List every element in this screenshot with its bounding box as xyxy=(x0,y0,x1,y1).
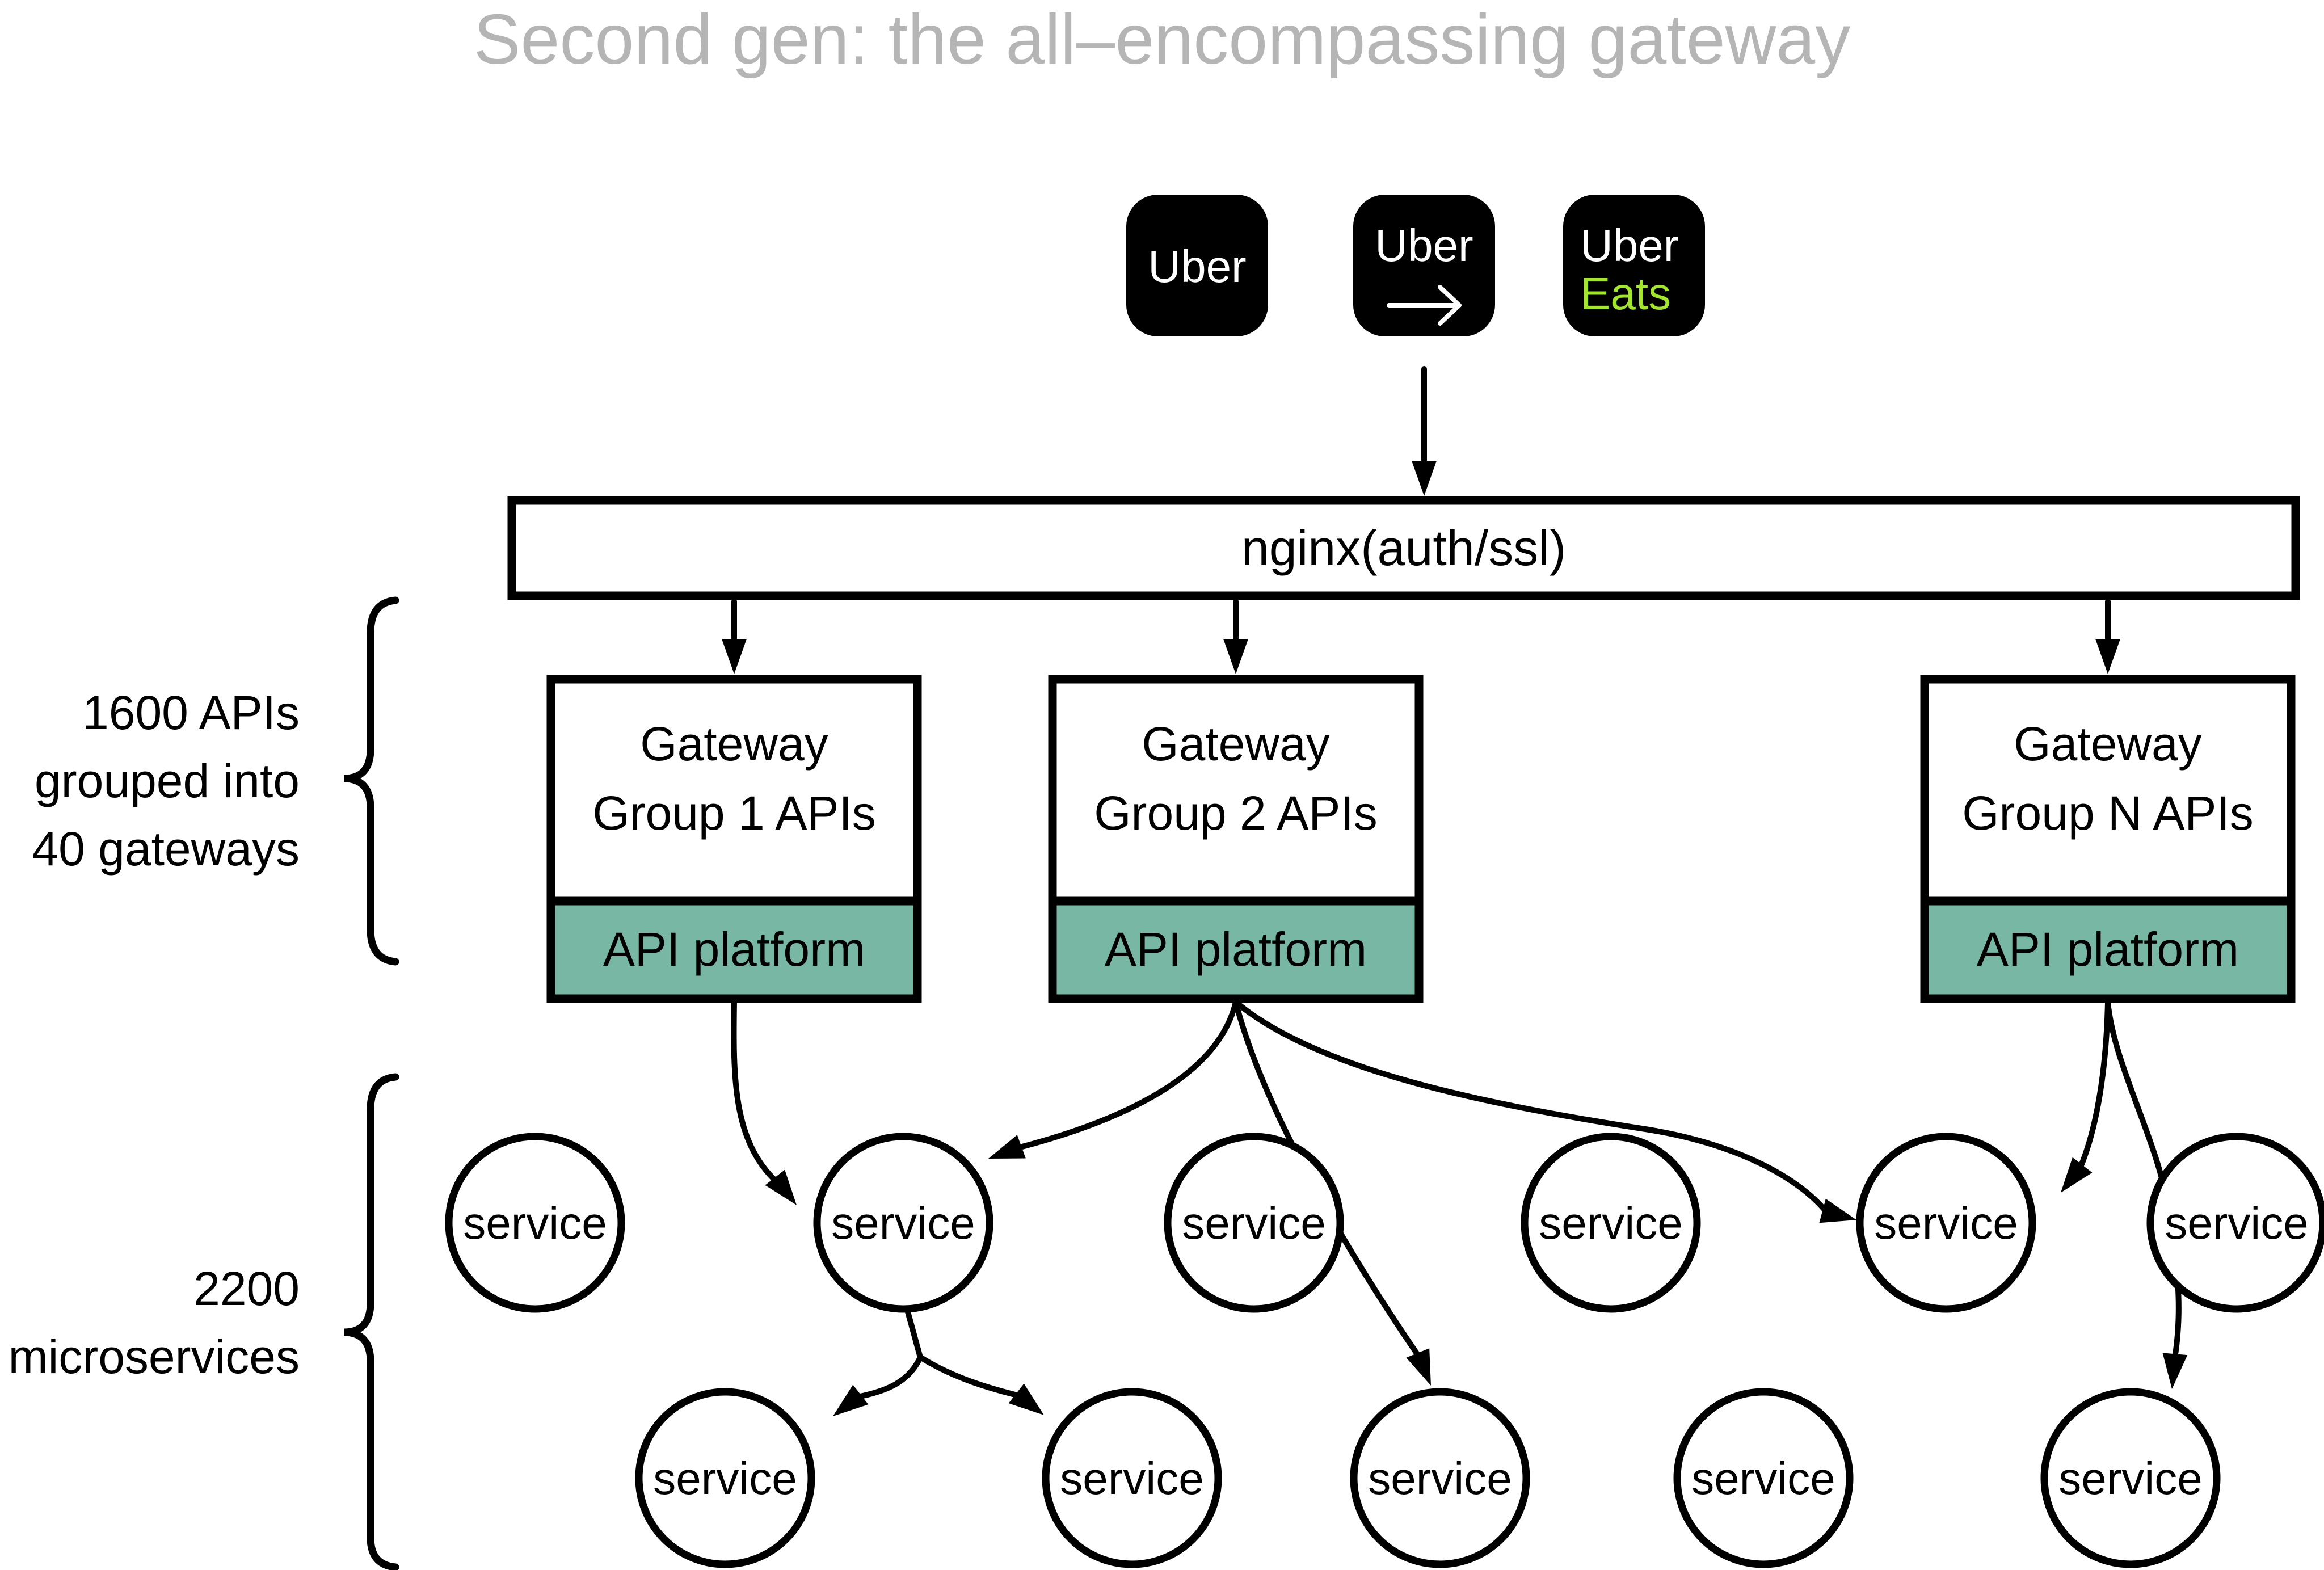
service-node: service xyxy=(2040,1388,2221,1568)
brace-gateways xyxy=(343,596,399,966)
arrowhead-icon xyxy=(1008,1383,1044,1415)
service-nodes-row1: service service service service service … xyxy=(445,1133,2324,1313)
arrowhead-icon xyxy=(722,639,747,674)
arrowhead-icon xyxy=(765,1169,797,1205)
service-circle xyxy=(1673,1388,1854,1568)
nginx-rect xyxy=(507,496,2300,600)
gateway-subtitle: Group 2 APIs xyxy=(1094,786,1378,840)
arrowhead-icon xyxy=(833,1384,869,1416)
service-label: service xyxy=(1539,1198,1682,1248)
gateway-title: Gateway xyxy=(640,717,828,771)
service-label: service xyxy=(1060,1453,1203,1504)
edge-gateway2-to-service-left xyxy=(1015,999,1239,1151)
arrowhead-icon xyxy=(2162,1353,2188,1389)
arrowhead-icon xyxy=(1412,461,1437,496)
eats-logo-text: Eats xyxy=(1580,268,1671,319)
edge-gateway2-to-service-right xyxy=(1233,999,1829,1215)
app-icons: Uber Uber Uber Eats xyxy=(1126,195,1705,336)
service-nodes-row2: service service service service service xyxy=(635,1388,2221,1568)
service-circle xyxy=(1856,1133,2036,1313)
gateways-note-line1: 1600 APIs xyxy=(82,686,300,739)
service-label: service xyxy=(463,1198,607,1248)
gateway-box-groupN: Gateway Group N APIs API platform xyxy=(1920,675,2296,1003)
service-node: service xyxy=(1673,1388,1854,1568)
service-node: service xyxy=(1164,1133,1344,1313)
service-circle xyxy=(1521,1133,1701,1313)
service-circle xyxy=(813,1133,993,1313)
arrowhead-icon xyxy=(2061,1157,2093,1193)
annotations: 1600 APIs grouped into 40 gateways 2200 … xyxy=(9,596,399,1570)
gateway-box-group1: Gateway Group 1 APIs API platform xyxy=(546,675,922,1003)
api-platform-label: API platform xyxy=(1105,923,1367,976)
service-node: service xyxy=(635,1388,815,1568)
service-circle xyxy=(1042,1388,1222,1568)
service-node: service xyxy=(1350,1388,1530,1568)
service-circle xyxy=(445,1133,625,1313)
service-label: service xyxy=(653,1453,797,1504)
app-icon-tile xyxy=(1126,195,1268,336)
gateway-title: Gateway xyxy=(1142,717,1330,771)
diagram-title: Second gen: the all–encompassing gateway xyxy=(474,1,1851,79)
arrowhead-icon xyxy=(1819,1198,1856,1223)
service-node: service xyxy=(813,1133,993,1313)
app-icon-tile xyxy=(1353,195,1495,336)
uber-driver-app-icon: Uber xyxy=(1353,195,1495,336)
gateways-note-line3: 40 gateways xyxy=(32,822,300,876)
gateway-rect xyxy=(1048,675,1424,1003)
api-platform-label: API platform xyxy=(1977,923,2239,976)
service-label: service xyxy=(1182,1198,1325,1248)
service-label: service xyxy=(2165,1198,2308,1248)
gateway-box-group2: Gateway Group 2 APIs API platform xyxy=(1048,675,1424,1003)
uber-rider-app-icon: Uber xyxy=(1126,195,1268,336)
gateway-title: Gateway xyxy=(2014,717,2202,771)
gateway-subtitle: Group 1 APIs xyxy=(592,786,876,840)
connections xyxy=(722,366,2188,1416)
arrowhead-icon xyxy=(1406,1348,1431,1386)
microservices-note-line1: 2200 xyxy=(193,1262,300,1315)
arrow-right-icon xyxy=(1387,285,1462,326)
gateway-rect xyxy=(546,675,922,1003)
service-label: service xyxy=(831,1198,975,1248)
service-node: service xyxy=(2146,1133,2324,1313)
edge-service-to-service-left xyxy=(854,1305,924,1400)
service-node: service xyxy=(1042,1388,1222,1568)
arrowhead-icon xyxy=(1223,639,1248,674)
service-node: service xyxy=(1856,1133,2036,1313)
api-platform-label: API platform xyxy=(603,923,865,976)
nginx-box: nginx(auth/ssl) xyxy=(507,496,2300,600)
service-label: service xyxy=(1874,1198,2018,1248)
uber-logo-text: Uber xyxy=(1580,220,1678,271)
uber-eats-app-icon: Uber Eats xyxy=(1563,195,1705,336)
uber-logo-text: Uber xyxy=(1148,241,1246,292)
service-circle xyxy=(2040,1388,2221,1568)
uber-logo-text: Uber xyxy=(1375,220,1473,271)
microservices-note-line2: microservices xyxy=(9,1330,300,1383)
service-circle xyxy=(2146,1133,2324,1313)
service-node: service xyxy=(1521,1133,1701,1313)
gateways-note-line2: grouped into xyxy=(35,754,300,807)
arrowhead-icon xyxy=(2095,639,2120,674)
service-label: service xyxy=(1368,1453,1512,1504)
service-label: service xyxy=(1691,1453,1835,1504)
edge-gatewayN-to-service-left xyxy=(2077,999,2111,1171)
service-circle xyxy=(1350,1388,1530,1568)
nginx-label: nginx(auth/ssl) xyxy=(1241,520,1566,576)
gateway-rect xyxy=(1920,675,2296,1003)
service-node: service xyxy=(445,1133,625,1313)
service-label: service xyxy=(2058,1453,2202,1504)
service-circle xyxy=(1164,1133,1344,1313)
edge-gateway1-to-service xyxy=(731,999,779,1184)
service-circle xyxy=(635,1388,815,1568)
brace-microservices xyxy=(343,1073,399,1570)
edge-service-to-service-right xyxy=(917,1354,1022,1399)
gateway-subtitle: Group N APIs xyxy=(1962,786,2254,840)
arrowhead-icon xyxy=(988,1135,1026,1159)
app-icon-tile xyxy=(1563,195,1705,336)
